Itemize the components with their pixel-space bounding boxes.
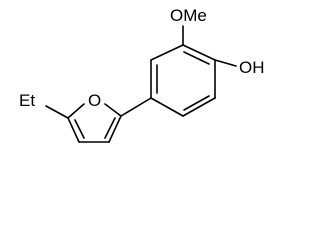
double-bond-furan-inner-2 (104, 117, 116, 139)
label-furan-oxygen: O (88, 91, 101, 110)
benzene-ring (150, 44, 216, 117)
bond-benzene-c4-c5 (150, 97, 184, 117)
bond-benzene-c1-c2 (182, 44, 216, 61)
chemical-structure: OMe OH O Et (19, 6, 265, 143)
bond-benzene-c6-c1 (150, 44, 184, 61)
bond-ethyl (45, 105, 69, 119)
furan-ring (67, 103, 122, 143)
bond-furan-c2-o (104, 103, 122, 117)
label-methoxy: OMe (170, 6, 207, 25)
bond-furan-c5-c4 (67, 117, 80, 143)
double-bond-furan-inner-1 (74, 119, 85, 139)
double-bond-benzene-inner-2 (183, 95, 210, 111)
bond-furan-c3-c2 (108, 115, 122, 143)
bond-c-oh (214, 59, 237, 67)
bond-furan-o-c5 (67, 103, 85, 119)
double-bond-benzene-inner-1 (183, 51, 210, 65)
bond-benzene-c3-c4 (182, 97, 216, 117)
bond-biaryl (120, 97, 152, 117)
label-hydroxyl: OH (239, 58, 265, 77)
label-ethyl: Et (19, 91, 35, 110)
